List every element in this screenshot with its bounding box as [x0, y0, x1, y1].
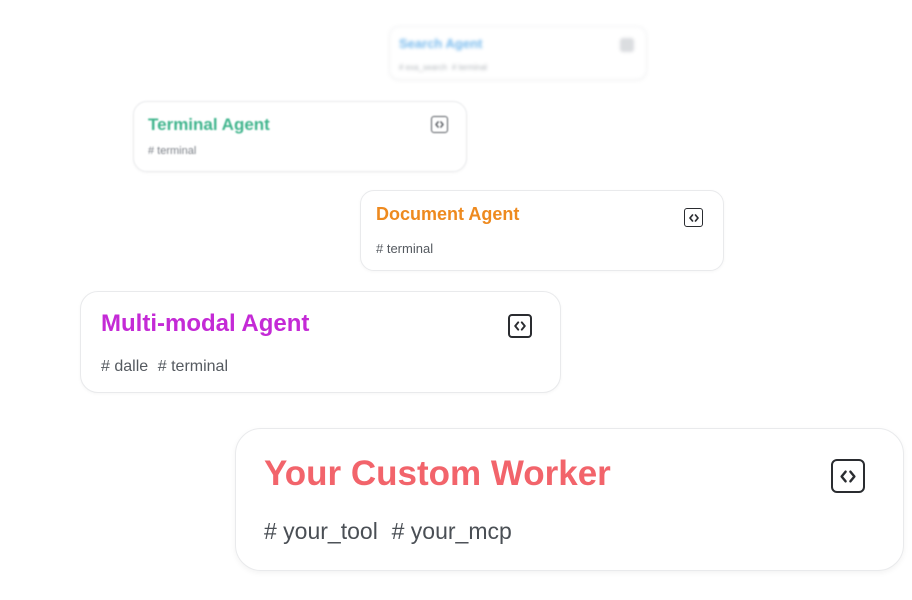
tag: # terminal [376, 241, 434, 256]
code-icon[interactable] [431, 116, 448, 133]
tag: # terminal [157, 358, 228, 375]
square-icon [620, 38, 634, 52]
code-icon[interactable] [831, 459, 865, 493]
tag: # your_mcp [391, 518, 512, 544]
search-agent-tags: # exa_search# terminal [399, 63, 492, 72]
document-agent-tags: # terminal [376, 241, 441, 256]
terminal-agent-title: Terminal Agent [148, 115, 270, 134]
search-agent-title: Search Agent [399, 36, 483, 51]
tag: # terminal [451, 63, 487, 72]
terminal-agent-card[interactable]: Terminal Agent # terminal [133, 101, 467, 172]
multimodal-agent-title: Multi-modal Agent [101, 310, 310, 337]
tag: # dalle [101, 358, 149, 375]
document-agent-card[interactable]: Document Agent # terminal [360, 190, 724, 271]
custom-worker-card[interactable]: Your Custom Worker # your_tool # your_mcp [235, 428, 904, 571]
custom-worker-tags: # your_tool # your_mcp [264, 518, 526, 545]
code-icon[interactable] [508, 314, 532, 338]
tag: # exa_search [399, 63, 448, 72]
tag: # your_tool [264, 518, 378, 544]
document-agent-title: Document Agent [376, 204, 520, 224]
search-agent-card[interactable]: Search Agent # exa_search# terminal [389, 26, 647, 80]
multimodal-agent-card[interactable]: Multi-modal Agent # dalle # terminal [80, 291, 561, 393]
custom-worker-title: Your Custom Worker [264, 454, 611, 493]
terminal-agent-tags: # terminal [148, 145, 203, 157]
tag: # terminal [148, 145, 197, 157]
code-icon[interactable] [684, 208, 703, 227]
multimodal-agent-tags: # dalle # terminal [101, 358, 238, 376]
